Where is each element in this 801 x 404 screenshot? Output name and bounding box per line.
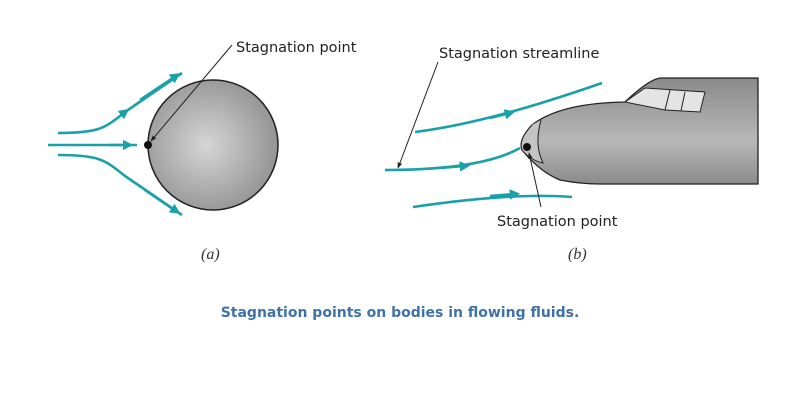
sublabel-a: (a) [201, 246, 220, 263]
sublabel-b: (b) [568, 246, 587, 263]
figure-b: Stagnation streamline Stagnation point (… [384, 46, 759, 263]
leader-line-streamline [397, 61, 439, 169]
stagnation-point-a [144, 141, 152, 149]
caption: Stagnation points on bodies in flowing f… [221, 305, 580, 321]
label-stagnation-point-b: Stagnation point [497, 214, 618, 230]
figure-a: Stagnation point (a) [48, 40, 357, 263]
label-stagnation-streamline: Stagnation streamline [439, 46, 599, 62]
stagnation-point-b [523, 143, 531, 151]
streamline-top [57, 71, 183, 135]
leader-line-b [527, 152, 542, 208]
streamline-bottom [57, 153, 183, 217]
label-stagnation-point-a: Stagnation point [236, 40, 357, 56]
streamline-b-bottom [412, 194, 573, 209]
leader-line-a [150, 44, 233, 142]
sphere [147, 79, 279, 211]
